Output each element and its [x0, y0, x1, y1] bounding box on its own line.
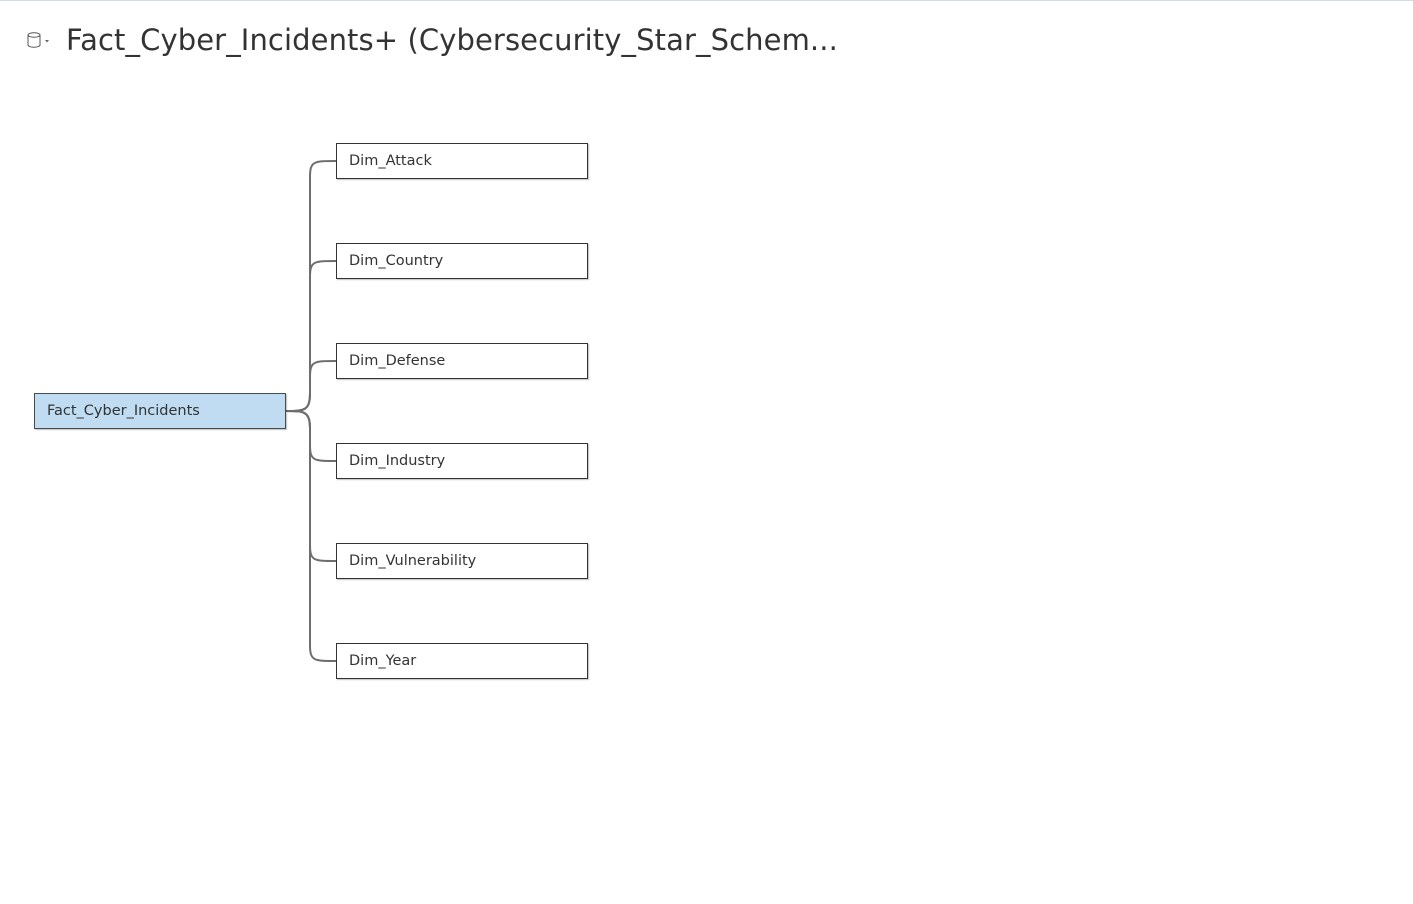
- fact-table-label: Fact_Cyber_Incidents: [47, 403, 200, 419]
- dim-table-attack[interactable]: Dim_Attack: [336, 143, 588, 179]
- dim-table-country[interactable]: Dim_Country: [336, 243, 588, 279]
- dim-table-industry[interactable]: Dim_Industry: [336, 443, 588, 479]
- page-title: Fact_Cyber_Incidents+ (Cybersecurity_Sta…: [66, 23, 838, 57]
- dim-table-year[interactable]: Dim_Year: [336, 643, 588, 679]
- page-header: Fact_Cyber_Incidents+ (Cybersecurity_Sta…: [26, 18, 838, 62]
- top-border: [0, 0, 1413, 1]
- dim-table-label: Dim_Country: [349, 253, 444, 269]
- dim-table-label: Dim_Attack: [349, 153, 432, 169]
- dim-table-defense[interactable]: Dim_Defense: [336, 343, 588, 379]
- dim-table-label: Dim_Defense: [349, 353, 446, 369]
- datasource-cylinder-icon[interactable]: [26, 29, 52, 51]
- dim-table-vulnerability[interactable]: Dim_Vulnerability: [336, 543, 588, 579]
- dim-table-label: Dim_Vulnerability: [349, 553, 477, 569]
- dim-table-label: Dim_Year: [349, 653, 417, 669]
- fact-table-box[interactable]: Fact_Cyber_Incidents: [34, 393, 286, 429]
- dim-table-label: Dim_Industry: [349, 453, 446, 469]
- connector-line: [285, 410, 337, 662]
- connector-line: [285, 360, 337, 412]
